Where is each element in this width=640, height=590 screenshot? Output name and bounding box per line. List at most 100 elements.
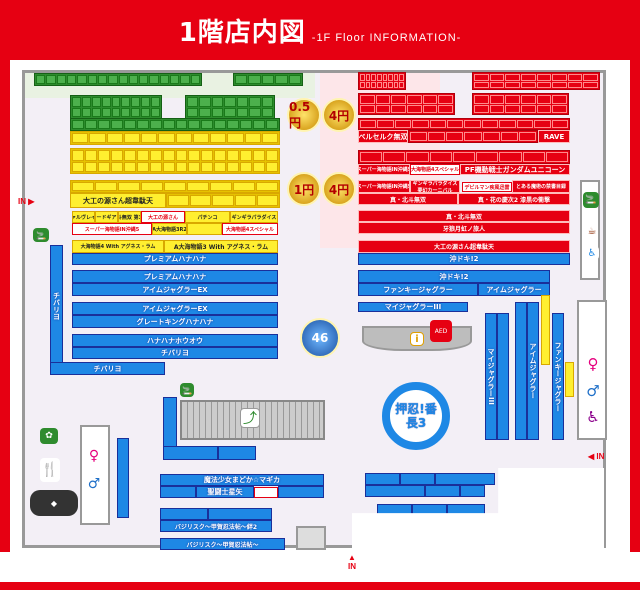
machine-cell[interactable] xyxy=(499,120,516,128)
machine-cell[interactable] xyxy=(266,120,278,129)
machine-cell[interactable] xyxy=(72,120,84,129)
machine-cell[interactable] xyxy=(139,75,149,84)
machine[interactable] xyxy=(425,485,460,497)
machine-cell[interactable] xyxy=(136,120,149,129)
machine-cell[interactable] xyxy=(583,81,598,88)
machine-row-red[interactable] xyxy=(358,72,406,90)
machine-cell[interactable] xyxy=(552,74,567,81)
machine-cell[interactable] xyxy=(261,97,273,107)
machine-cell[interactable] xyxy=(151,97,160,107)
machine-cell[interactable] xyxy=(110,161,123,172)
machine-cell[interactable] xyxy=(360,74,365,81)
machine-cell[interactable] xyxy=(567,81,583,88)
machine[interactable] xyxy=(254,487,278,498)
machine-cell[interactable] xyxy=(376,81,382,88)
machine-cell[interactable] xyxy=(236,97,249,107)
machine-cell[interactable] xyxy=(89,133,106,143)
machine-cell[interactable] xyxy=(583,74,598,81)
machine-cell[interactable] xyxy=(214,161,227,172)
machine[interactable]: 沖ドキ!2 xyxy=(358,253,570,265)
machine[interactable]: 大海物語4スペシャル xyxy=(410,164,460,175)
machine-cell[interactable] xyxy=(256,195,278,206)
machine-cell[interactable] xyxy=(175,133,192,143)
machine-cell[interactable] xyxy=(253,161,266,172)
machine-cell[interactable] xyxy=(552,81,567,88)
machine-cell[interactable] xyxy=(201,150,214,161)
machine[interactable]: デビルマン疾風迅雷 xyxy=(462,182,512,192)
machine-cell[interactable] xyxy=(500,132,518,141)
machine-banchou3[interactable]: 押忍!番長3 xyxy=(382,382,450,450)
machine-cell[interactable] xyxy=(248,75,261,84)
machine-cell[interactable] xyxy=(87,75,97,84)
machine-cell[interactable] xyxy=(224,107,236,117)
machine-basilisk[interactable]: バジリスク～甲賀忍法帖～ xyxy=(160,538,285,550)
machine-cell[interactable] xyxy=(520,74,536,81)
machine-cell[interactable] xyxy=(170,75,180,84)
machine-row-blue[interactable]: ハナハナホウオウ xyxy=(72,334,278,347)
machine-cell[interactable] xyxy=(256,182,278,191)
machine-cell[interactable] xyxy=(447,120,464,128)
machine-cell[interactable] xyxy=(72,150,84,161)
machine-daiku[interactable]: 大工の源さん超韋駄天 xyxy=(70,193,166,208)
machine-cell[interactable] xyxy=(399,74,404,81)
machine-cell[interactable] xyxy=(187,107,199,117)
machine[interactable]: マイジャグラーIII xyxy=(358,302,468,312)
machine-row-red[interactable] xyxy=(358,150,570,164)
machine-cell[interactable] xyxy=(190,195,212,206)
machine-cell[interactable] xyxy=(536,74,552,81)
machine[interactable] xyxy=(460,485,485,497)
machine-cell[interactable] xyxy=(131,97,141,107)
machine[interactable]: アイムジャグラー xyxy=(478,283,550,296)
machine-cell[interactable] xyxy=(428,132,446,141)
machine-row-green[interactable] xyxy=(233,73,303,86)
machine-row-green[interactable] xyxy=(70,95,162,119)
machine-cell[interactable] xyxy=(360,152,383,162)
machine-cell[interactable] xyxy=(410,132,428,141)
machine[interactable] xyxy=(160,486,196,498)
machine-cell[interactable] xyxy=(123,120,136,129)
machine-cell[interactable] xyxy=(91,97,101,107)
machine-cell[interactable] xyxy=(72,107,81,117)
machine-cell[interactable] xyxy=(412,120,429,128)
machine-column[interactable] xyxy=(117,438,129,518)
machine-cell[interactable] xyxy=(91,107,101,117)
machine[interactable]: ヴァルヴレイヴ xyxy=(72,211,95,223)
machine-column[interactable]: アイムジャグラー xyxy=(527,302,539,440)
machine-row-red[interactable] xyxy=(408,130,538,143)
machine-cell[interactable] xyxy=(81,107,91,117)
machine[interactable] xyxy=(208,508,272,520)
machine-cell[interactable] xyxy=(123,150,136,161)
machine-cell[interactable] xyxy=(141,107,151,117)
machine-cell[interactable] xyxy=(234,195,256,206)
machine-cell[interactable] xyxy=(464,120,481,128)
machine-cell[interactable] xyxy=(149,120,162,129)
machine-cell[interactable] xyxy=(101,97,111,107)
machine[interactable]: 大海物語4スペシャル xyxy=(222,223,278,235)
machine-cell[interactable] xyxy=(149,75,159,84)
machine-cell[interactable] xyxy=(201,161,214,172)
machine-cell[interactable] xyxy=(482,132,500,141)
machine[interactable]: 大工の源さん超韋駄天 xyxy=(358,240,570,253)
machine-cell[interactable] xyxy=(128,75,139,84)
machine-cell[interactable] xyxy=(214,120,227,129)
machine-cell[interactable] xyxy=(536,95,552,104)
machine-cell[interactable] xyxy=(481,120,499,128)
machine-cell[interactable] xyxy=(536,81,552,88)
machine-cell[interactable] xyxy=(261,75,275,84)
machine-cell[interactable] xyxy=(97,75,108,84)
machine-cell[interactable] xyxy=(199,107,211,117)
machine-row-yellow[interactable] xyxy=(166,193,280,208)
machine-cell[interactable] xyxy=(72,133,89,143)
machine-cell[interactable] xyxy=(210,182,232,191)
machine-cell[interactable] xyxy=(476,152,499,162)
machine-cell[interactable] xyxy=(162,150,175,161)
entrance-right[interactable]: ◀ IN xyxy=(588,452,605,461)
machine-cell[interactable] xyxy=(180,75,190,84)
machine-row-blue[interactable]: プレミアムハナハナ xyxy=(72,253,278,265)
machine-cell[interactable] xyxy=(199,97,211,107)
machine-cell[interactable] xyxy=(249,107,261,117)
machine-cell[interactable] xyxy=(175,120,188,129)
machine[interactable]: スーパー海物語IN沖縄5 xyxy=(72,223,152,235)
machine-cell[interactable] xyxy=(376,74,382,81)
machine[interactable]: 真・北斗無双 xyxy=(358,210,570,222)
